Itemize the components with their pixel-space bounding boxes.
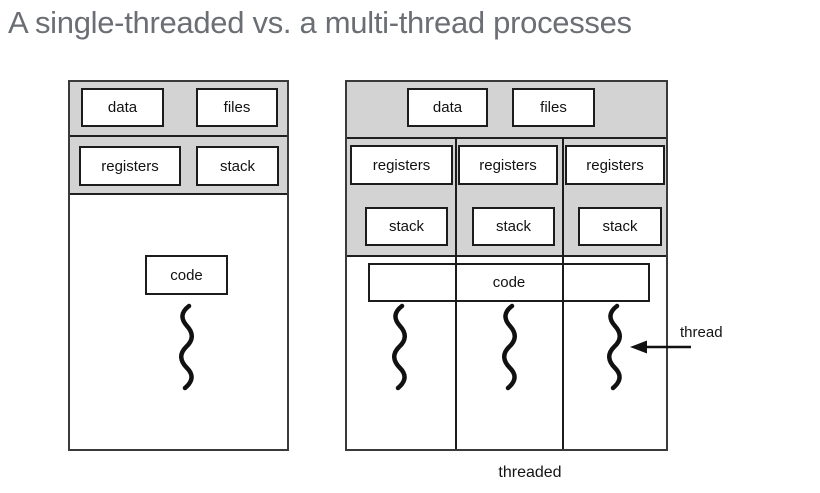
thread-squiggle-icon — [502, 303, 517, 391]
single-files-label: files — [223, 99, 251, 116]
single-data-label: data — [107, 99, 138, 116]
multi-code-box: code — [368, 263, 650, 302]
multi-process-header-band — [347, 82, 666, 139]
multi-code-label: code — [492, 274, 526, 291]
single-stack-label: stack — [219, 157, 255, 175]
thread-pointer-arrow-icon — [630, 340, 691, 354]
multi-files-label: files — [540, 99, 567, 116]
single-stack-box: stack — [196, 146, 279, 186]
thread2-registers-label: registers — [479, 156, 537, 174]
thread2-registers-box: registers — [458, 145, 558, 185]
thread-squiggle-icon — [392, 303, 407, 391]
thread1-stack-label: stack — [388, 218, 424, 235]
multi-files-box: files — [512, 88, 595, 127]
thread3-stack-label: stack — [602, 218, 638, 235]
thread3-registers-label: registers — [586, 156, 644, 174]
thread3-registers-box: registers — [565, 145, 665, 185]
thread2-stack-box: stack — [472, 207, 555, 246]
single-files-box: files — [196, 88, 278, 127]
single-code-label: code — [170, 266, 203, 284]
multi-process-caption: threaded — [498, 464, 562, 481]
single-data-box: data — [81, 88, 164, 127]
thread2-stack-label: stack — [495, 218, 531, 235]
thread-squiggle-icon — [607, 303, 622, 391]
thread3-stack-box: stack — [578, 207, 662, 246]
thread1-registers-box: registers — [350, 145, 453, 185]
thread-annotation: thread — [680, 324, 723, 341]
page-title: A single-threaded vs. a multi-thread pro… — [8, 5, 632, 40]
thread1-stack-box: stack — [365, 207, 448, 246]
thread-column-divider — [562, 137, 564, 449]
multi-data-box: data — [407, 88, 488, 127]
multi-data-label: data — [432, 99, 463, 116]
single-registers-label: registers — [101, 157, 159, 175]
single-code-box: code — [145, 255, 228, 295]
single-registers-box: registers — [79, 146, 181, 186]
thread1-registers-label: registers — [372, 156, 431, 174]
thread-squiggle-icon — [179, 303, 194, 391]
thread-column-divider — [455, 137, 457, 449]
